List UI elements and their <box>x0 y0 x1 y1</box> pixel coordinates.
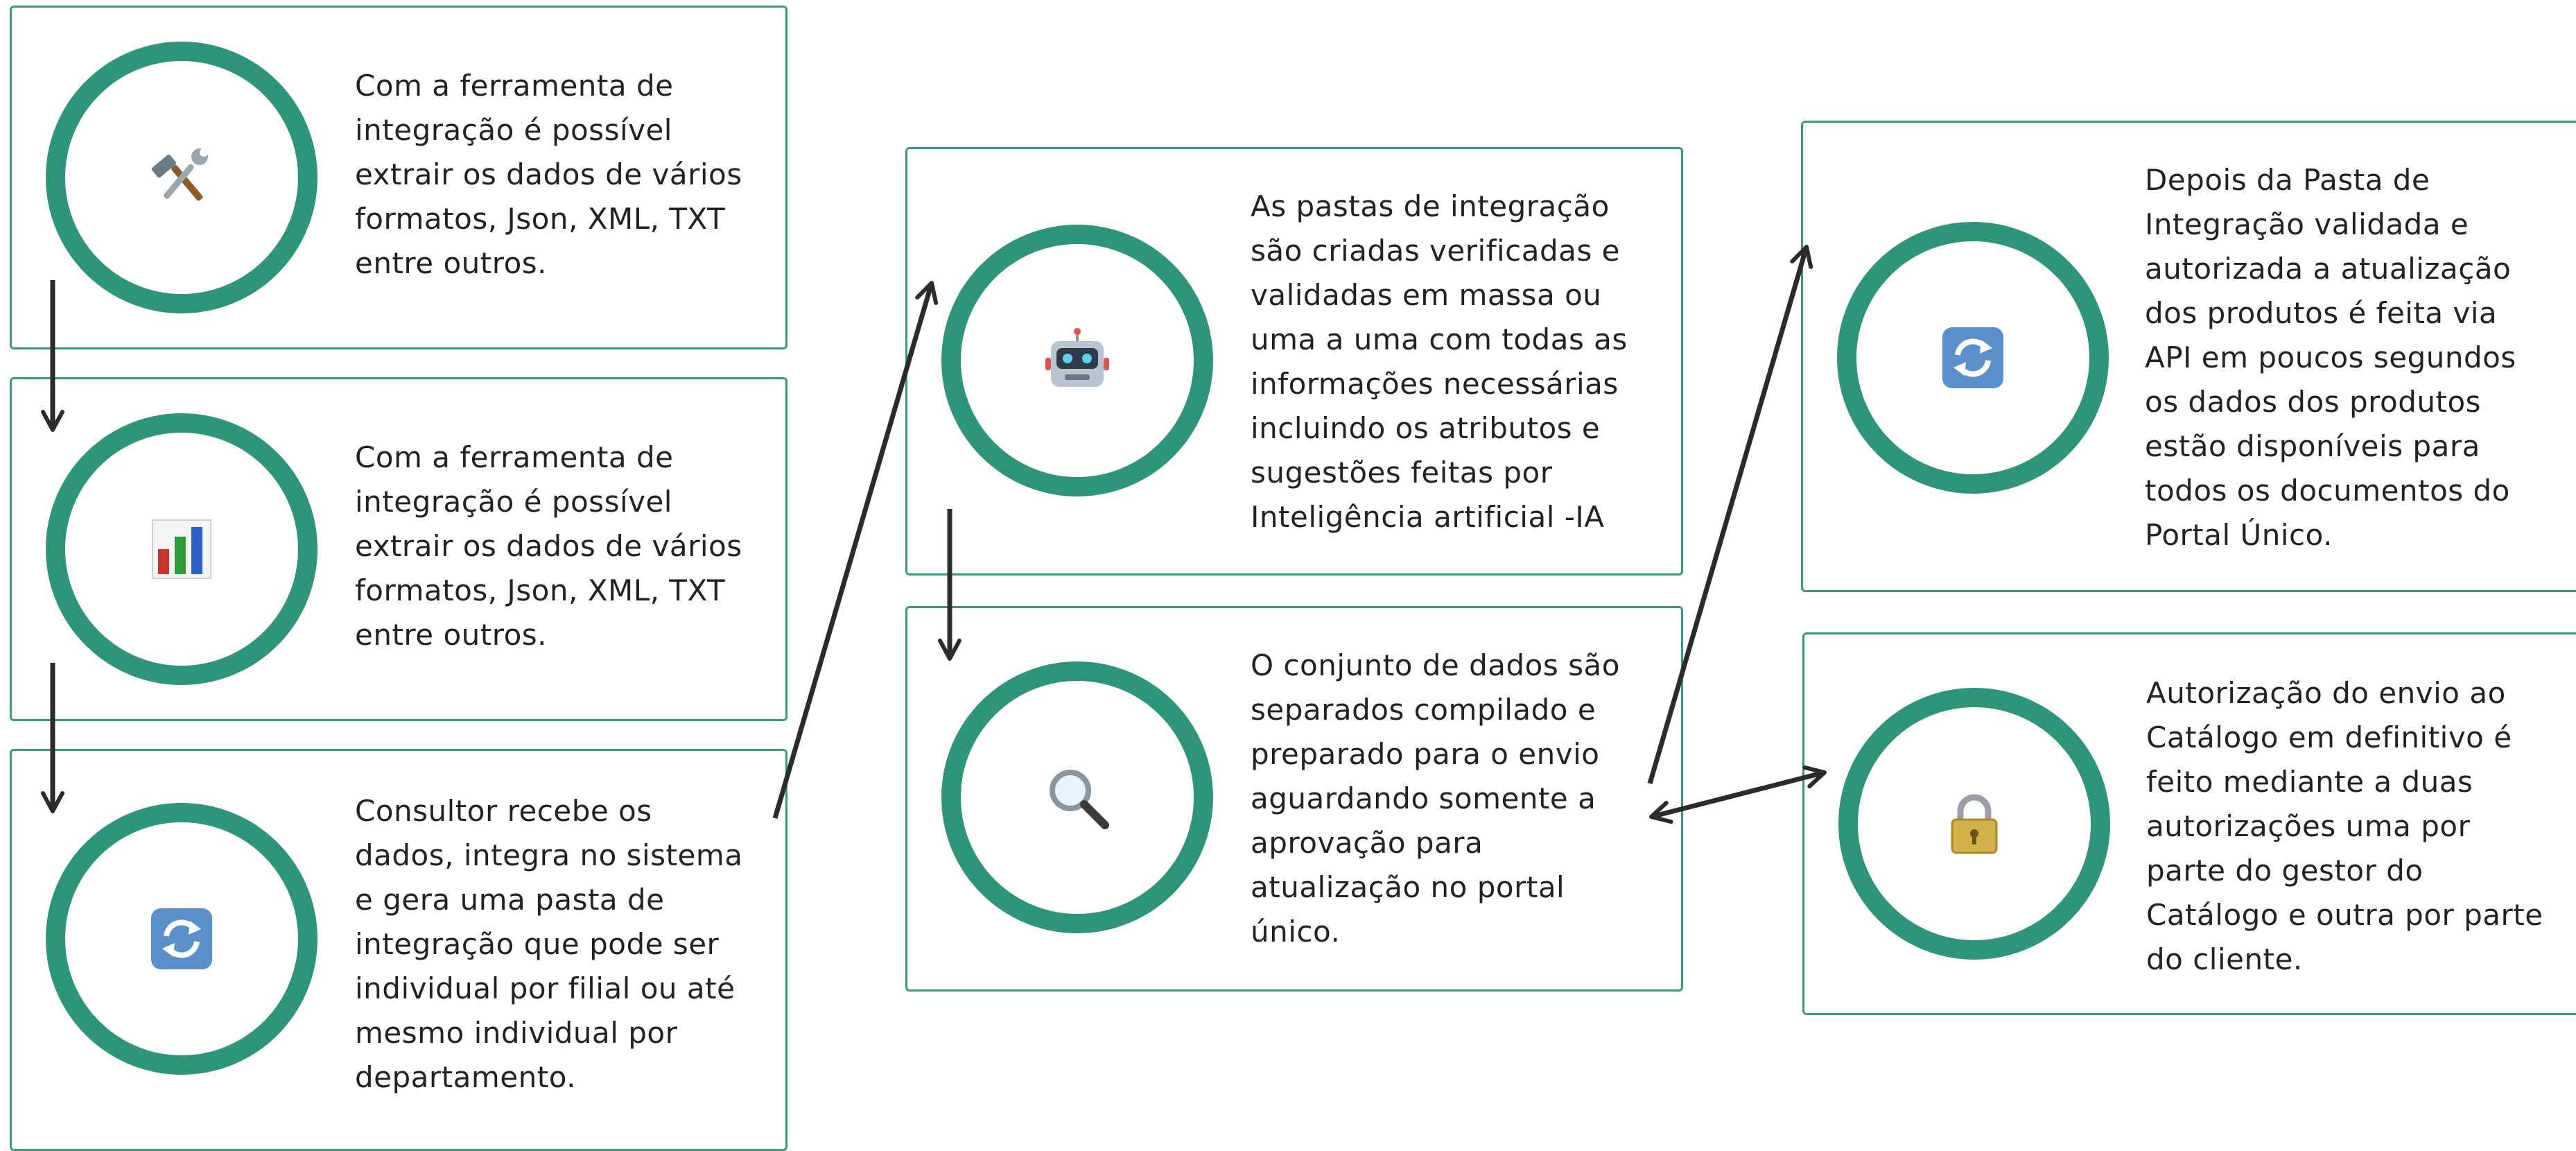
step-ring-5 <box>941 661 1213 933</box>
step-ring-1 <box>46 42 317 313</box>
padlock-icon <box>1951 794 1998 854</box>
step-ring-7 <box>1838 688 2110 960</box>
bar-chart-icon <box>152 519 211 579</box>
step-ring-2 <box>46 413 317 685</box>
tools-icon <box>151 148 208 201</box>
step-ring-4 <box>941 225 1213 496</box>
step-text-1: Com a ferramenta de integração é possíve… <box>355 69 742 280</box>
step-ring-6 <box>1837 222 2109 494</box>
step-text-3: Consultor recebe os dados, integra no si… <box>355 794 743 1094</box>
step-text-5: O conjunto de dados são separados compil… <box>1251 648 1620 949</box>
step-text-4: As pastas de integração são criadas veri… <box>1251 189 1628 534</box>
sync-icon <box>151 908 212 969</box>
sync-icon <box>1942 327 2003 388</box>
magnifier-icon <box>1050 770 1109 829</box>
step-text-2: Com a ferramenta de integração é possíve… <box>355 440 742 652</box>
robot-icon <box>1045 328 1109 387</box>
step-text-7: Autorização do envio ao Catálogo em defi… <box>2146 676 2543 976</box>
step-ring-3 <box>46 803 317 1075</box>
step-text-6: Depois da Pasta de Integração validada e… <box>2145 163 2516 552</box>
